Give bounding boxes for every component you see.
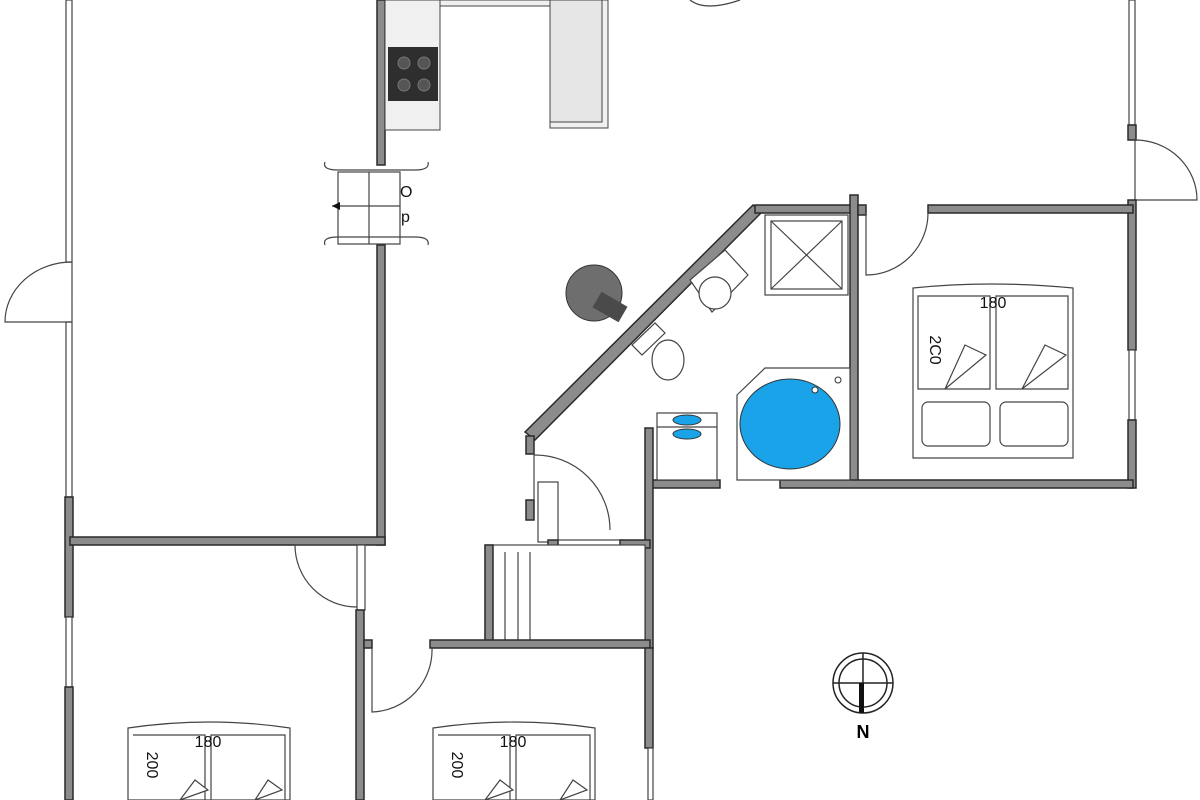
stove-icon: [388, 47, 438, 101]
kitchen: [384, 0, 741, 131]
bathtub-icon: [736, 367, 851, 481]
bed-south: 180 200: [432, 721, 596, 800]
bed-southwest: 180 200: [127, 721, 291, 800]
east-outer-wall: [1127, 0, 1198, 489]
stairs-label-bottom: p: [401, 209, 410, 226]
washer-dryer-icon: [656, 412, 718, 481]
living-room-walls: [69, 0, 386, 546]
bed-width-label: 180: [980, 295, 1007, 312]
south-bedroom-walls: [294, 544, 654, 800]
bed-length-label: 200: [143, 752, 160, 779]
bed-east: 180 2C0: [912, 283, 1074, 459]
shower-icon: [764, 214, 849, 296]
stairs-label-top: O: [400, 184, 412, 201]
wood-stove-icon: [565, 264, 628, 323]
bed-length-label: 200: [448, 752, 465, 779]
bed-length-label: 2C0: [926, 335, 943, 364]
stairs-icon: O p: [323, 161, 429, 246]
compass-north-label: N: [857, 722, 870, 742]
sink-icon: [689, 249, 749, 313]
bathroom-walls: [523, 194, 1134, 649]
bed-width-label: 180: [195, 734, 222, 751]
compass-icon: N: [832, 652, 894, 742]
west-outer-wall: [4, 0, 74, 800]
bed-width-label: 180: [500, 734, 527, 751]
entrance: [484, 454, 651, 646]
toilet-icon: [631, 322, 685, 381]
